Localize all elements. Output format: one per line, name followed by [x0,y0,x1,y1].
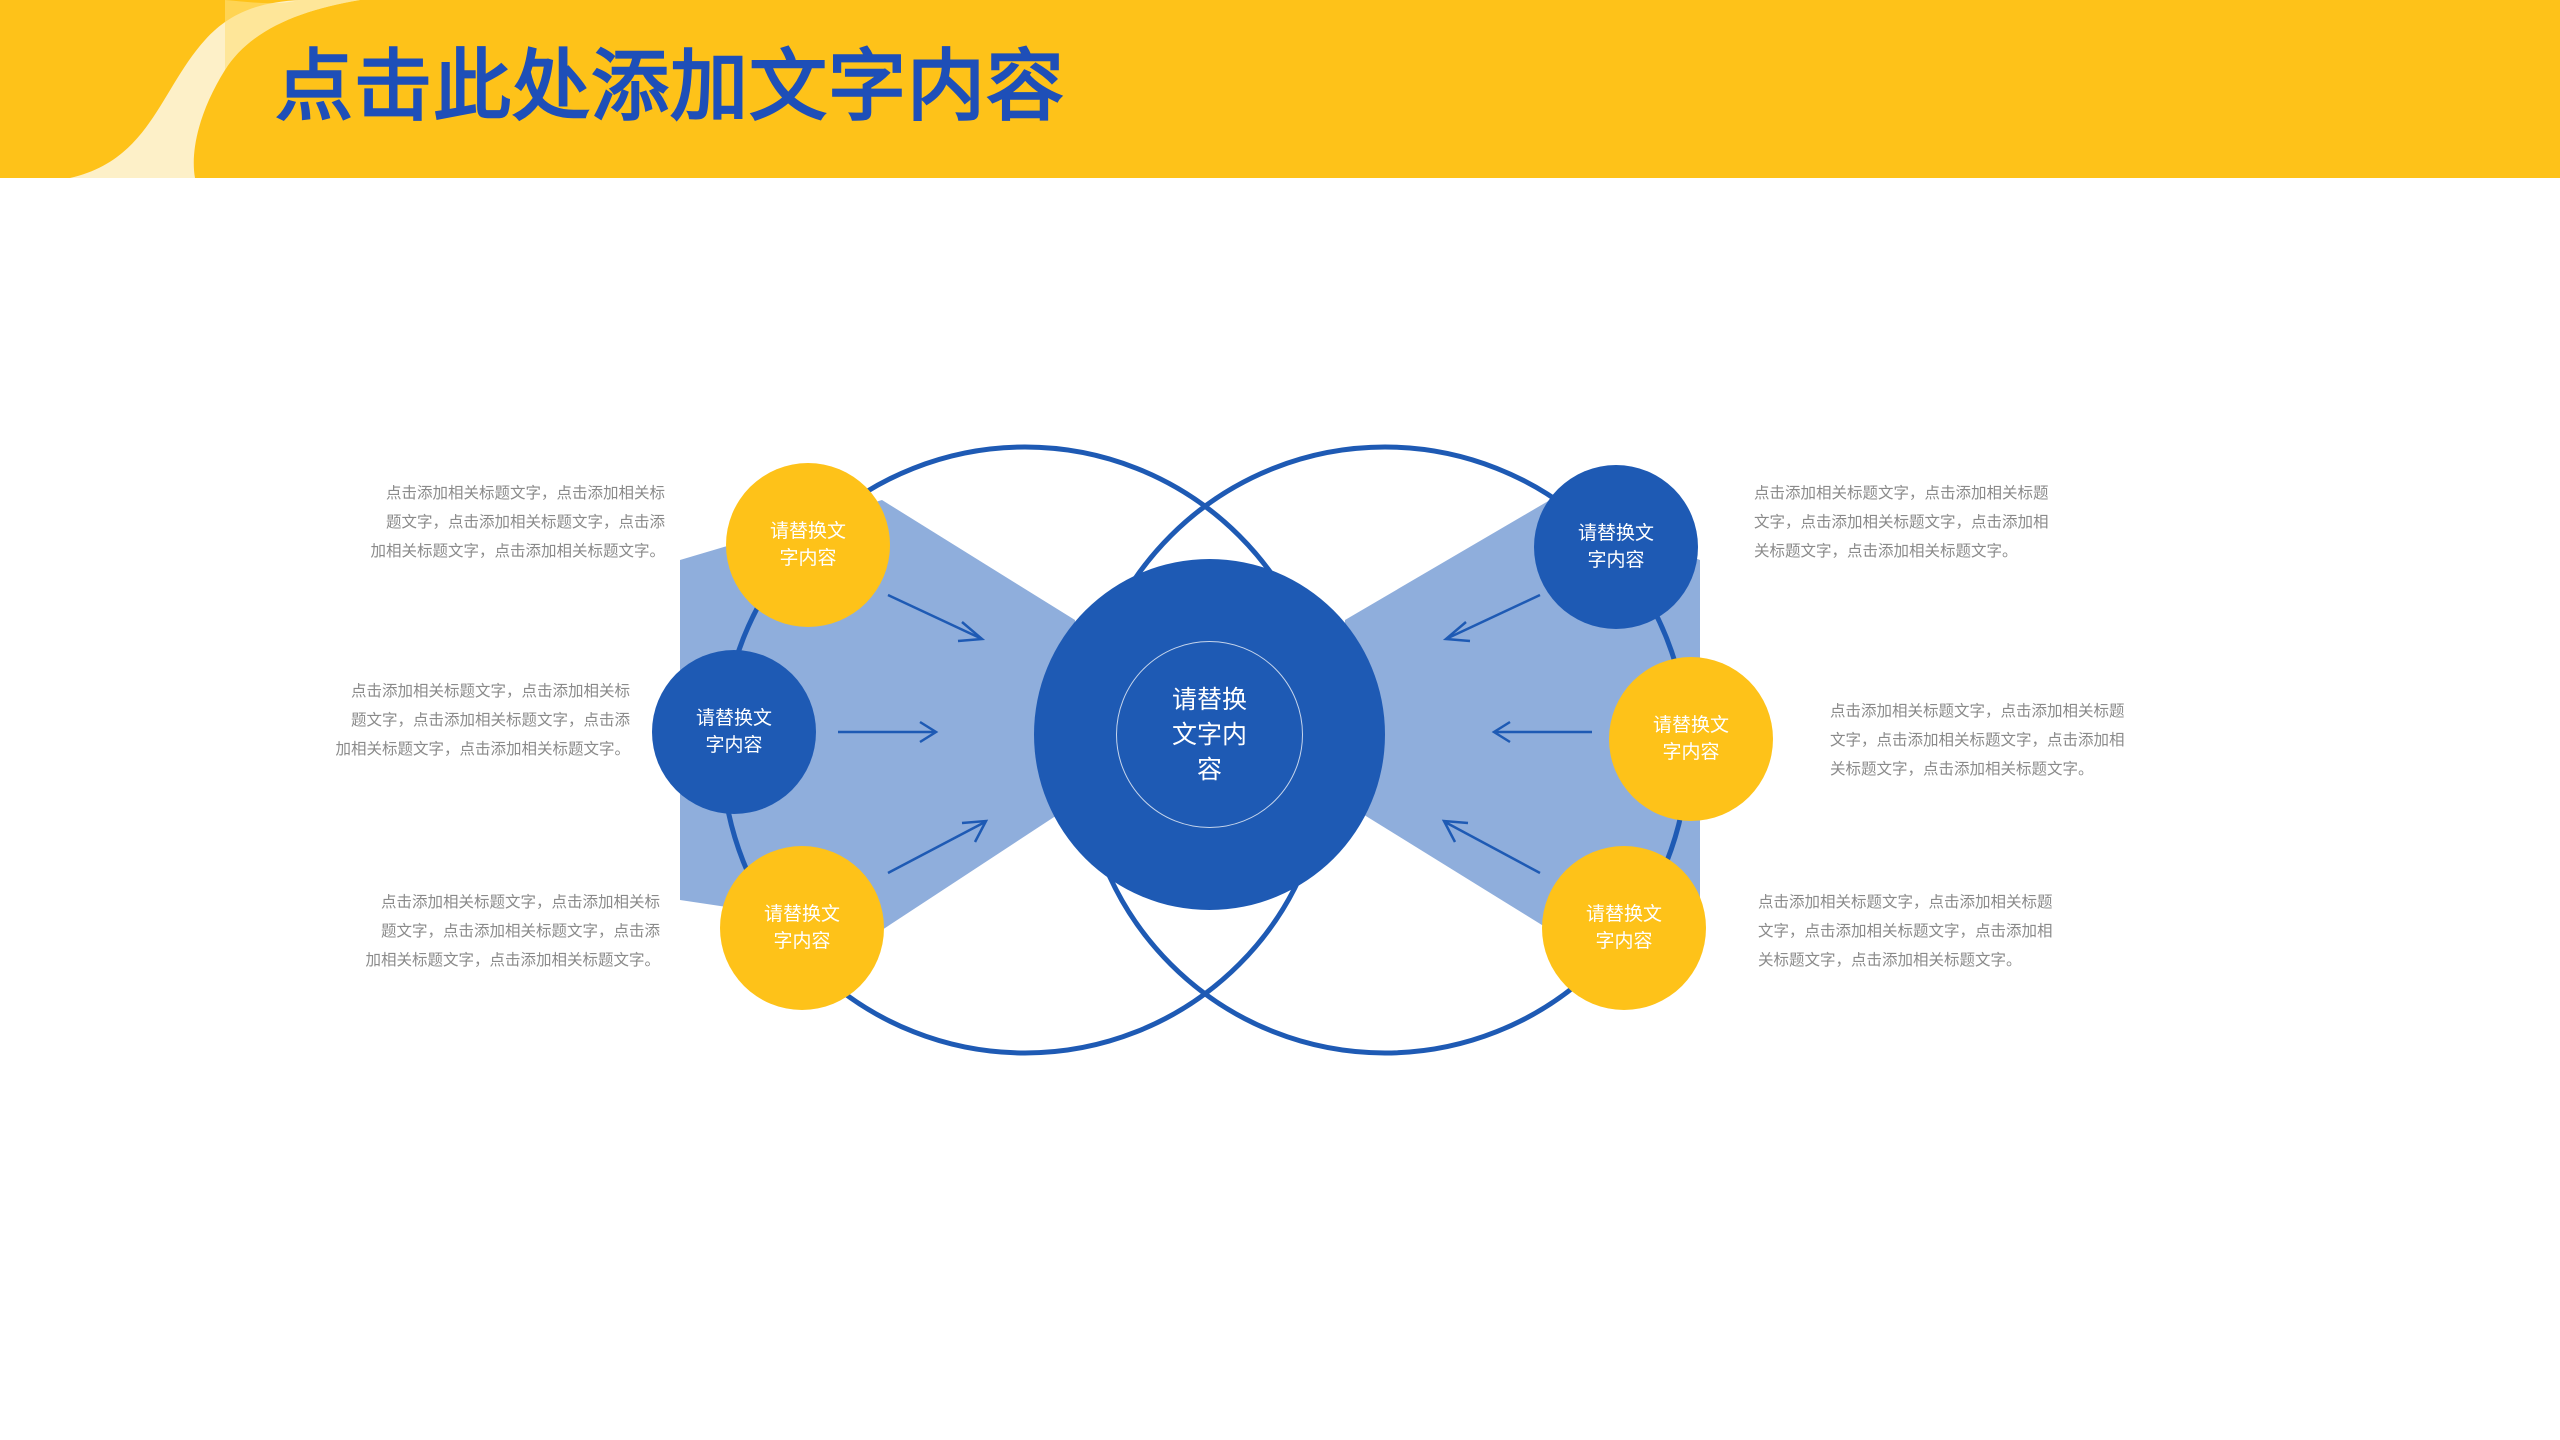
description-line: 题文字，点击添加相关标题文字，点击添 [385,513,665,531]
node-label: 请替换文字内容 [769,520,846,569]
node-right-middle[interactable]: 请替换文字内容 [1609,657,1773,821]
right-arrows [1441,593,1592,875]
description-line: 文字，点击添加相关标题文字，点击添加相 [1758,922,2053,940]
description-right-middle[interactable]: 点击添加相关标题文字，点击添加相关标题 文字，点击添加相关标题文字，点击添加相 … [1830,697,2170,784]
arrow-head [1491,720,1511,744]
description-line: 点击添加相关标题文字，点击添加相关标题 [1754,484,2049,502]
description-line: 文字，点击添加相关标题文字，点击添加相 [1754,513,2049,531]
description-line: 题文字，点击添加相关标题文字，点击添 [380,922,660,940]
description-line: 加相关标题文字，点击添加相关标题文字。 [335,740,630,758]
center-circle[interactable]: 请替换文字内容 [1034,559,1385,910]
description-line: 点击添加相关标题文字，点击添加相关标 [385,484,665,502]
node-label: 请替换文字内容 [1585,903,1662,952]
node-left-top[interactable]: 请替换文字内容 [726,463,890,627]
description-line: 题文字，点击添加相关标题文字，点击添 [350,711,630,729]
node-right-top[interactable]: 请替换文字内容 [1534,465,1698,629]
page-curl-decoration [70,0,360,178]
arrow-head [961,819,989,843]
description-line: 关标题文字，点击添加相关标题文字。 [1758,951,2022,969]
description-line: 点击添加相关标题文字，点击添加相关标 [380,893,660,911]
center-label: 请替换文字内容 [1171,685,1247,784]
description-line: 文字，点击添加相关标题文字，点击添加相 [1830,731,2125,749]
arrow-line [1447,593,1541,640]
arrow-head [1441,819,1469,843]
arrow-line [887,593,981,640]
header-bar: 点击此处添加文字内容 [0,0,2560,178]
description-left-bottom[interactable]: 点击添加相关标题文字，点击添加相关标 题文字，点击添加相关标题文字，点击添 加相… [335,888,660,975]
description-line: 加相关标题文字，点击添加相关标题文字。 [370,542,665,560]
arrow-line [1444,820,1541,875]
description-right-top[interactable]: 点击添加相关标题文字，点击添加相关标题 文字，点击添加相关标题文字，点击添加相 … [1754,479,2094,566]
node-label: 请替换文字内容 [763,903,840,952]
description-line: 点击添加相关标题文字，点击添加相关标题 [1830,702,2125,720]
center-inner-ring [1116,641,1303,828]
arrow-head [1442,621,1471,643]
node-label: 请替换文字内容 [1652,714,1729,763]
description-left-top[interactable]: 点击添加相关标题文字，点击添加相关标 题文字，点击添加相关标题文字，点击添 加相… [340,479,665,566]
description-line: 加相关标题文字，点击添加相关标题文字。 [365,951,660,969]
description-line: 点击添加相关标题文字，点击添加相关标 [350,682,630,700]
description-line: 点击添加相关标题文字，点击添加相关标题 [1758,893,2053,911]
description-right-bottom[interactable]: 点击添加相关标题文字，点击添加相关标题 文字，点击添加相关标题文字，点击添加相 … [1758,888,2098,975]
description-line: 关标题文字，点击添加相关标题文字。 [1830,760,2094,778]
description-line: 关标题文字，点击添加相关标题文字。 [1754,542,2018,560]
node-left-middle[interactable]: 请替换文字内容 [652,650,816,814]
arrow-head [919,720,939,744]
arrow-line [887,820,986,875]
node-right-bottom[interactable]: 请替换文字内容 [1542,846,1706,1010]
arrow-head [957,621,986,643]
left-arrows [838,593,989,875]
node-label: 请替换文字内容 [1577,522,1654,571]
description-left-middle[interactable]: 点击添加相关标题文字，点击添加相关标 题文字，点击添加相关标题文字，点击添 加相… [305,677,630,764]
node-left-bottom[interactable]: 请替换文字内容 [720,846,884,1010]
page-title[interactable]: 点击此处添加文字内容 [275,42,1066,132]
node-label: 请替换文字内容 [695,707,772,756]
